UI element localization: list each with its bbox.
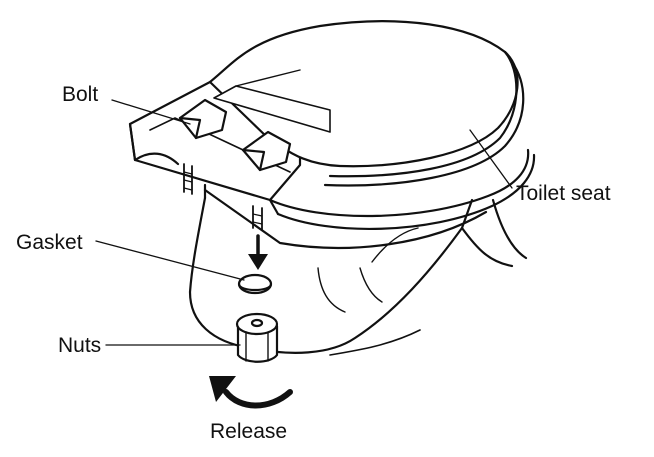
down-arrow-icon xyxy=(248,234,268,270)
nut-part xyxy=(235,312,279,363)
bolt-label: Bolt xyxy=(62,83,99,106)
bolt-leader-line xyxy=(111,99,191,125)
gasket-leader-line xyxy=(95,240,245,281)
gasket-label: Gasket xyxy=(16,231,83,254)
leader-lines xyxy=(95,99,513,346)
bolt-shanks xyxy=(183,163,263,231)
gasket-part xyxy=(237,273,273,295)
rotate-arrow-icon xyxy=(209,376,293,409)
release-label: Release xyxy=(210,420,288,443)
toilet-seat-leader-line xyxy=(469,129,513,189)
toilet-rim xyxy=(203,148,536,249)
toilet-seat-label: Toilet seat xyxy=(516,182,611,205)
nuts-label: Nuts xyxy=(58,334,102,357)
hinge-right xyxy=(241,130,292,172)
toilet-seat-lid xyxy=(208,20,525,187)
hinge-left xyxy=(178,98,228,140)
